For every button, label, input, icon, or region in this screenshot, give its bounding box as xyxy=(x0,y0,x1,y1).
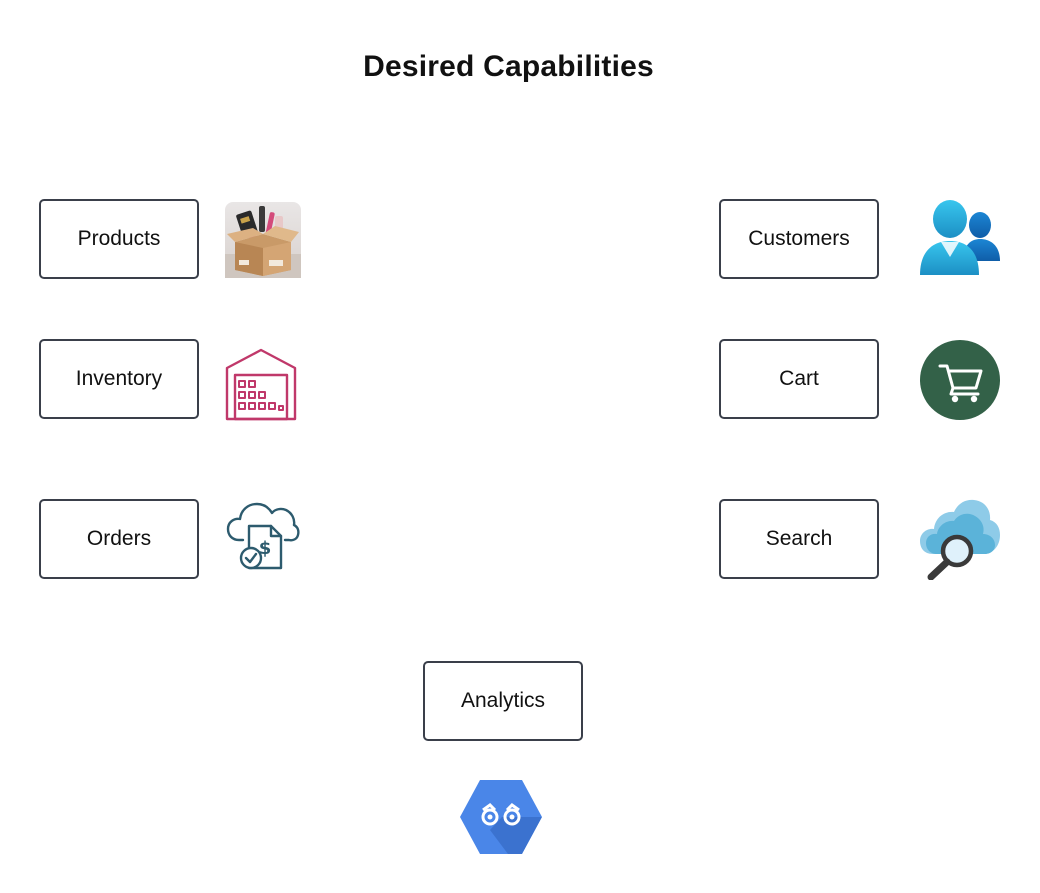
capability-box-search[interactable]: Search xyxy=(719,499,879,579)
capability-label: Customers xyxy=(748,227,850,250)
capability-box-products[interactable]: Products xyxy=(39,199,199,279)
capability-label: Cart xyxy=(779,367,819,390)
capability-label: Products xyxy=(77,227,161,250)
capability-box-customers[interactable]: Customers xyxy=(719,199,879,279)
users-icon xyxy=(919,199,1001,277)
capability-label: Orders xyxy=(86,527,152,550)
capability-label: Inventory xyxy=(75,367,163,390)
shopping-cart-icon xyxy=(920,340,1000,420)
capability-box-cart[interactable]: Cart xyxy=(719,339,879,419)
cloud-search-icon xyxy=(919,498,1001,580)
cloud-invoice-icon: $ xyxy=(225,500,301,572)
capability-label: Analytics xyxy=(460,689,546,712)
page-title: Desired Capabilities xyxy=(363,50,654,83)
warehouse-icon xyxy=(224,348,298,422)
analytics-hexagon-icon xyxy=(460,780,542,854)
products-box-icon xyxy=(225,202,301,278)
capability-box-inventory[interactable]: Inventory xyxy=(39,339,199,419)
svg-text:$: $ xyxy=(259,538,272,559)
capability-box-analytics[interactable]: Analytics xyxy=(423,661,583,741)
capability-box-orders[interactable]: Orders xyxy=(39,499,199,579)
capability-label: Search xyxy=(765,527,833,550)
